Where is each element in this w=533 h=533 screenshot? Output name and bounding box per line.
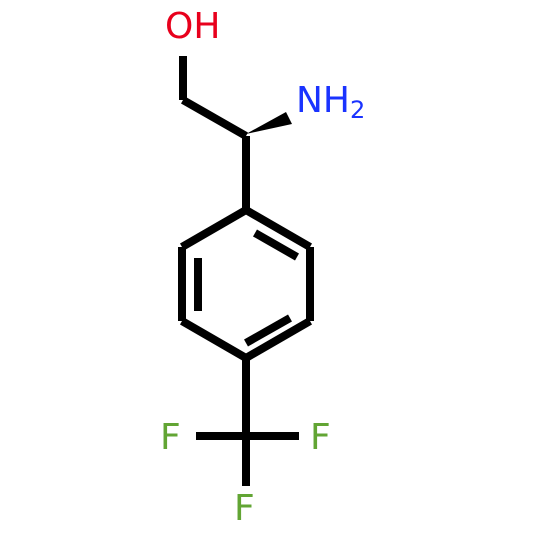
ring-bond-6 [179,206,249,251]
bonds [178,56,314,486]
amine-main: NH [296,80,350,121]
fluorine-right-label: F [310,417,331,458]
ring-bond-1 [243,206,313,251]
ring-double-1 [253,229,299,261]
hydroxyl-label: OH [165,6,220,47]
stereo-wedge-bond [246,112,292,134]
amine-subscript: 2 [350,96,365,124]
ring-bond-4 [179,317,249,362]
amine-label: NH2 [296,80,365,124]
bond-ch2-chiral [181,96,248,140]
atom-labels: OH NH2 F F F [160,6,365,529]
ring-bond-3 [243,317,313,362]
fluorine-bottom-label: F [234,488,255,529]
fluorine-left-label: F [160,417,181,458]
ring-double-2 [244,314,292,347]
